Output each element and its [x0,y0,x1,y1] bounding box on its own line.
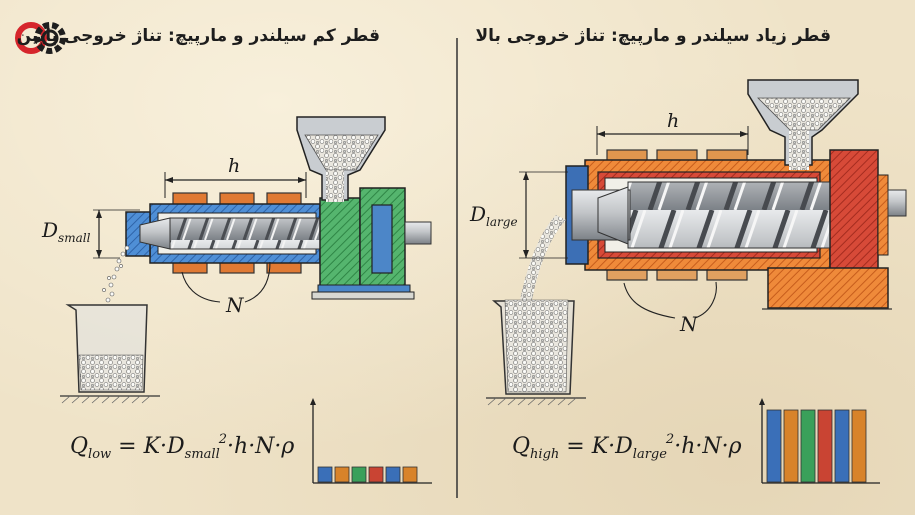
left-d-main: D [42,218,59,242]
left-h-label: h [228,155,241,177]
left-output-bar [368,466,384,483]
right-output-bar [851,409,867,483]
left-output-bar [334,466,350,483]
left-extruder [60,116,432,484]
right-output-bar [817,409,833,483]
right-d-label: Dlarge [470,202,518,229]
right-formula-sup: 2 [665,432,675,447]
left-formula-sup: 2 [218,432,228,447]
left-d-label: Dsmall [42,218,90,245]
left-output-bar [402,466,418,483]
left-output-bar [317,466,333,483]
left-formula-rest: ·h·N·ρ [227,434,295,459]
right-output-bar [783,409,799,483]
right-output-bar [766,409,782,483]
left-formula-d-sub: small [184,447,220,462]
right-d-main: D [470,202,487,226]
right-h-label: h [667,110,680,132]
left-formula: Qlow = K·Dsmall2·h·N·ρ [70,432,294,462]
right-formula-q: Q [512,434,531,459]
left-panel-title: قطر کم سیلندر و مارپیچ: تناژ خروجی پایین [16,26,380,46]
left-n-label: N [226,293,244,317]
right-formula-rest: ·h·N·ρ [674,434,742,459]
left-formula-q: Q [70,434,89,459]
left-formula-q-sub: low [88,447,112,462]
right-formula-q-sub: high [530,447,560,462]
left-output-bar [385,466,401,483]
brand-logo [15,22,66,54]
right-output-bars [766,409,867,483]
right-output-bar [800,409,816,483]
right-output-bar [834,409,850,483]
left-d-sub: small [58,231,91,245]
right-formula-d-sub: large [632,447,667,462]
left-output-bars [317,466,418,483]
right-d-sub: large [486,215,518,229]
left-output-bar [351,466,367,483]
right-n-label: N [680,312,698,336]
right-panel-title: قطر زیاد سیلندر و مارپیچ: تناژ خروجی بال… [475,26,831,46]
left-formula-eq: = K·D [111,434,185,459]
right-formula: Qhigh = K·Dlarge2·h·N·ρ [512,432,742,462]
right-formula-eq: = K·D [559,434,633,459]
right-extruder [486,79,907,484]
